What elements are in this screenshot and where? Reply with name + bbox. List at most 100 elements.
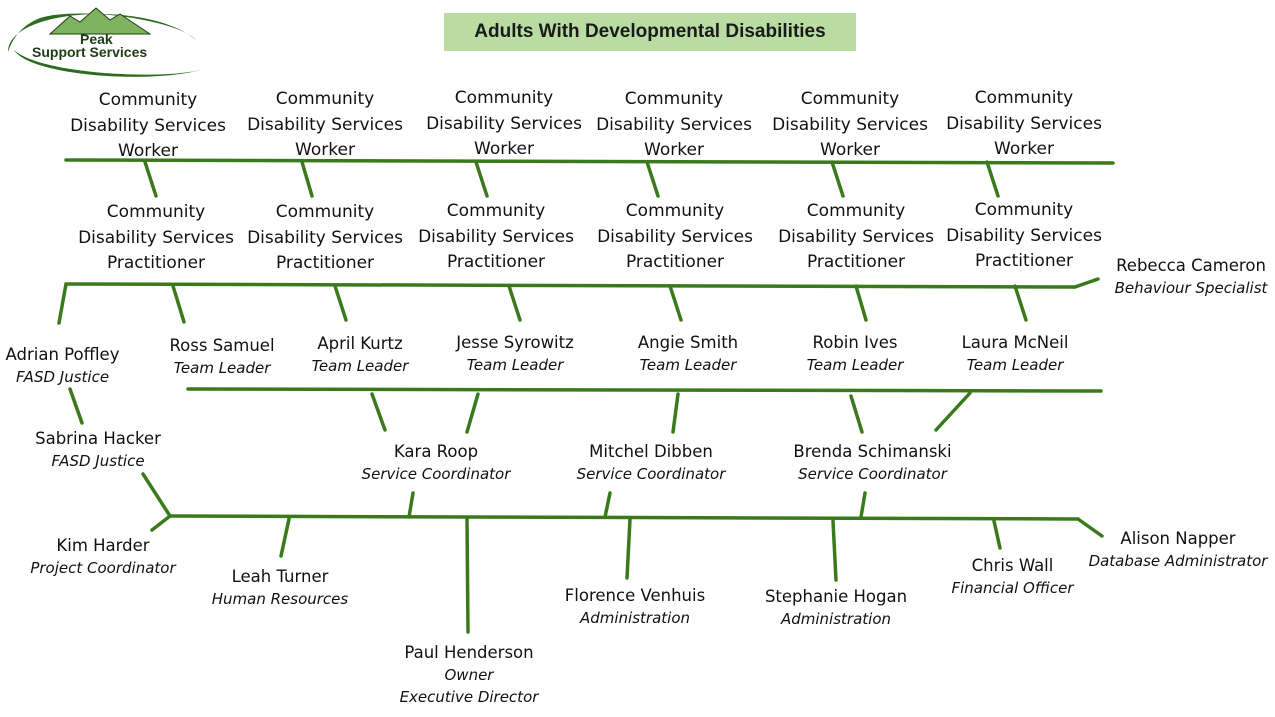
worker-line1: Community — [275, 89, 375, 109]
practitioner-line3: Practitioner — [106, 253, 206, 273]
practitioner-line2: Disability Services — [597, 226, 753, 247]
practitioner-line2: Disability Services — [78, 227, 234, 248]
person-role: Database Administrator — [1088, 552, 1268, 570]
person-sabrina-hacker: Sabrina Hacker FASD Justice — [28, 428, 168, 472]
person-name: Sabrina Hacker — [35, 429, 161, 448]
worker-line3: Worker — [118, 141, 178, 161]
practitioner-line3: Practitioner — [806, 252, 906, 272]
person-name: Chris Wall — [971, 556, 1054, 575]
person-mitchel-dibben: Mitchel Dibben Service Coordinator — [565, 441, 737, 485]
practitioner-line1: Community — [625, 201, 725, 221]
person-name: Robin Ives — [812, 333, 898, 352]
person-name: Mitchel Dibben — [589, 442, 713, 461]
person-adrian-poffley: Adrian Poffley FASD Justice — [0, 344, 125, 388]
worker-line2: Disability Services — [772, 114, 928, 135]
person-role: Human Resources — [211, 590, 349, 608]
practitioner-line2: Disability Services — [247, 227, 403, 248]
logo-word-support-services: Support Services — [32, 44, 148, 60]
person-name: Rebecca Cameron — [1116, 256, 1266, 275]
person-brenda-schimanski: Brenda Schimanski Service Coordinator — [780, 441, 965, 485]
worker-node-2: Community Disability Services Worker — [245, 87, 405, 164]
worker-line1: Community — [624, 89, 724, 109]
person-laura-mcneil: Laura McNeil Team Leader — [945, 332, 1085, 376]
person-name: Alison Napper — [1120, 529, 1236, 548]
worker-line3: Worker — [994, 139, 1054, 159]
person-alison-napper: Alison Napper Database Administrator — [1083, 528, 1273, 572]
person-name: Brenda Schimanski — [793, 442, 952, 461]
practitioner-line1: Community — [974, 200, 1074, 220]
person-stephanie-hogan: Stephanie Hogan Administration — [756, 586, 916, 630]
person-role-secondary: Executive Director — [399, 688, 539, 706]
worker-line1: Community — [800, 89, 900, 109]
person-role: Service Coordinator — [361, 465, 511, 483]
worker-line3: Worker — [644, 140, 704, 160]
person-paul-henderson: Paul Henderson Owner Executive Director — [390, 642, 548, 708]
worker-line2: Disability Services — [946, 113, 1102, 134]
person-name: Adrian Poffley — [5, 345, 120, 364]
worker-line3: Worker — [820, 140, 880, 160]
person-role: Service Coordinator — [576, 465, 726, 483]
person-role: Administration — [780, 610, 892, 628]
person-role: Team Leader — [311, 357, 409, 375]
practitioner-node-4: Community Disability Services Practition… — [595, 199, 755, 276]
person-ross-samuel: Ross Samuel Team Leader — [152, 335, 292, 379]
person-role: Administration — [579, 609, 691, 627]
worker-line2: Disability Services — [426, 113, 582, 134]
worker-line2: Disability Services — [70, 115, 226, 136]
practitioner-line2: Disability Services — [778, 226, 934, 247]
person-role: FASD Justice — [15, 368, 110, 386]
chart-title-box: Adults With Developmental Disabilities — [444, 13, 856, 51]
person-name: Florence Venhuis — [564, 586, 706, 605]
worker-line2: Disability Services — [247, 114, 403, 135]
practitioner-node-6: Community Disability Services Practition… — [944, 198, 1104, 275]
person-april-kurtz: April Kurtz Team Leader — [290, 333, 430, 377]
person-chris-wall: Chris Wall Financial Officer — [940, 555, 1085, 599]
logo-word-peak: Peak — [80, 31, 113, 47]
person-role: Financial Officer — [951, 579, 1074, 597]
person-angie-smith: Angie Smith Team Leader — [618, 332, 758, 376]
worker-line3: Worker — [474, 139, 534, 159]
person-name: April Kurtz — [317, 334, 403, 353]
worker-node-5: Community Disability Services Worker — [770, 87, 930, 164]
practitioner-node-3: Community Disability Services Practition… — [416, 199, 576, 276]
worker-line1: Community — [974, 88, 1074, 108]
person-leah-turner: Leah Turner Human Resources — [205, 566, 355, 610]
practitioner-line1: Community — [446, 201, 546, 221]
practitioner-line2: Disability Services — [946, 225, 1102, 246]
person-role: Team Leader — [173, 359, 271, 377]
person-kara-roop: Kara Roop Service Coordinator — [350, 441, 522, 485]
person-role: Team Leader — [806, 356, 904, 374]
person-kim-harder: Kim Harder Project Coordinator — [22, 535, 184, 579]
person-role: Team Leader — [466, 356, 564, 374]
practitioner-line1: Community — [106, 202, 206, 222]
person-name: Ross Samuel — [169, 336, 275, 355]
person-name: Kim Harder — [56, 536, 150, 555]
person-name: Laura McNeil — [961, 333, 1069, 352]
practitioner-line3: Practitioner — [275, 253, 375, 273]
worker-node-3: Community Disability Services Worker — [424, 86, 584, 163]
person-name: Angie Smith — [637, 333, 739, 352]
person-name: Leah Turner — [231, 567, 329, 586]
person-role: Project Coordinator — [30, 559, 176, 577]
practitioner-node-1: Community Disability Services Practition… — [76, 200, 236, 277]
person-name: Paul Henderson — [404, 643, 534, 662]
practitioner-node-5: Community Disability Services Practition… — [776, 199, 936, 276]
worker-line1: Community — [98, 90, 198, 110]
practitioner-line3: Practitioner — [625, 252, 725, 272]
person-role: Team Leader — [639, 356, 737, 374]
practitioner-line3: Practitioner — [446, 252, 546, 272]
person-florence-venhuis: Florence Venhuis Administration — [555, 585, 715, 629]
person-role: Owner — [444, 666, 494, 684]
worker-node-1: Community Disability Services Worker — [68, 88, 228, 165]
practitioner-line2: Disability Services — [418, 226, 574, 247]
person-name: Stephanie Hogan — [764, 587, 908, 606]
worker-line3: Worker — [295, 140, 355, 160]
person-name: Kara Roop — [393, 442, 479, 461]
person-robin-ives: Robin Ives Team Leader — [785, 332, 925, 376]
person-role: FASD Justice — [51, 452, 145, 470]
worker-node-6: Community Disability Services Worker — [944, 86, 1104, 163]
worker-line1: Community — [454, 88, 554, 108]
company-logo: Peak Support Services — [0, 0, 205, 82]
worker-node-4: Community Disability Services Worker — [594, 87, 754, 164]
